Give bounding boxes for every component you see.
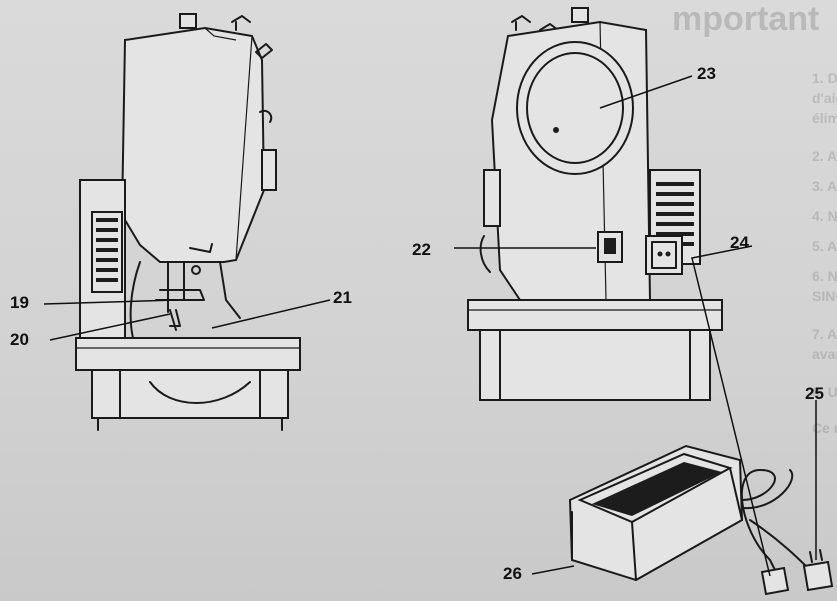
callout-25: 25 xyxy=(805,384,824,403)
mains-plug xyxy=(802,560,834,592)
leader-24 xyxy=(691,245,771,577)
spool-pin xyxy=(231,15,251,31)
callout-26: 26 xyxy=(503,564,522,583)
leader-21 xyxy=(211,299,331,329)
callout-20: 20 xyxy=(10,330,29,349)
callout-21: 21 xyxy=(333,288,352,307)
foot-controller xyxy=(568,444,834,596)
machine-base xyxy=(91,369,289,419)
leader-23 xyxy=(599,75,693,109)
callout-22: 22 xyxy=(412,240,431,259)
rear-top-knob xyxy=(571,7,589,23)
rear-base xyxy=(479,329,711,401)
bobbin-winder xyxy=(255,43,273,59)
machine-front-view xyxy=(75,13,301,431)
presser-foot xyxy=(169,309,181,331)
machine-head xyxy=(120,26,266,263)
callout-23: 23 xyxy=(697,64,716,83)
bobbin-cover-round xyxy=(516,41,634,175)
vent-slots xyxy=(96,218,118,282)
pedal-cord xyxy=(740,469,777,573)
machine-bed xyxy=(75,337,301,371)
thread-guide-knob xyxy=(179,13,197,29)
callout-24: 24 xyxy=(730,233,749,252)
leader-19 xyxy=(43,299,177,305)
handwheel-edge xyxy=(261,149,277,191)
needle-clamp-screw xyxy=(191,265,201,275)
callout-19: 19 xyxy=(10,293,29,312)
rear-handwheel xyxy=(483,169,501,227)
rear-bed xyxy=(467,299,723,331)
needle-bar xyxy=(167,261,185,313)
pedal-plug xyxy=(760,566,790,596)
machine-rear-view xyxy=(467,7,723,401)
leader-26 xyxy=(531,565,575,575)
leader-lines xyxy=(43,75,817,577)
leader-20 xyxy=(49,313,171,341)
